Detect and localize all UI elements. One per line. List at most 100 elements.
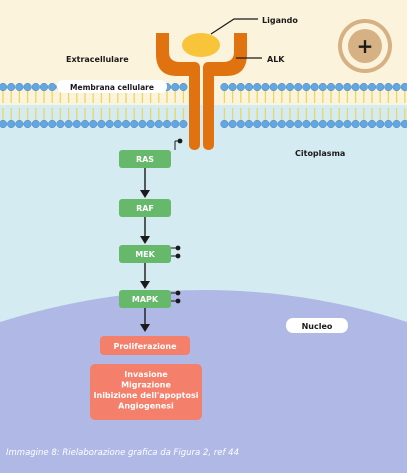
arrow-down-icon [140, 217, 150, 244]
lipid-head [39, 82, 49, 92]
phosphate-dot-icon [177, 138, 183, 144]
lipid-head [154, 119, 163, 129]
lipid-head [162, 119, 172, 129]
lipid-head [15, 82, 24, 92]
lipid-head [48, 82, 57, 92]
lipid-head [105, 119, 114, 129]
lipid-head [400, 82, 407, 92]
lipid-head [359, 82, 368, 92]
lipid-head [72, 119, 81, 129]
phosphate-dot-icon [175, 290, 181, 296]
lipid-head [318, 82, 327, 92]
effect-item: Invasione [124, 370, 168, 379]
pathway-label-raf: RAF [136, 204, 154, 213]
lipid-head [384, 82, 393, 92]
arrow-down-icon [140, 308, 150, 332]
lipid-head [179, 119, 188, 129]
lipid-head [56, 119, 65, 129]
lipid-head [7, 82, 16, 92]
pathway-box-raf [119, 199, 171, 217]
membrane-label: Membrana cellulare [70, 83, 154, 92]
alk-label: ALK [267, 55, 285, 64]
lipid-head [269, 82, 278, 92]
lipid-head [367, 119, 377, 129]
lipid-head [23, 82, 32, 92]
lipid-head [253, 119, 262, 129]
effect-item: Inibizione dell'apoptosi [94, 391, 199, 400]
arrow-down-icon [140, 168, 150, 198]
lipid-head [277, 119, 286, 129]
lipid-head [302, 119, 311, 129]
lipid-head [277, 82, 286, 92]
lipid-head [285, 119, 295, 129]
lipid-head [0, 82, 8, 92]
lipid-head [318, 119, 327, 129]
lipid-head [113, 119, 122, 129]
lipid-head [236, 82, 245, 92]
lipid-head [220, 119, 229, 129]
lipid-head [326, 82, 336, 92]
lipid-head [294, 82, 303, 92]
ligand-leader-line [210, 18, 258, 35]
lipid-head [171, 119, 180, 129]
pathway-label-mek: MEK [135, 250, 155, 259]
effect-item: Angiogenesi [118, 402, 174, 411]
lipid-head [392, 119, 401, 129]
lipid-head [351, 119, 360, 129]
phosphate-dot-icon [175, 245, 181, 251]
phosphate-dot-icon [175, 253, 181, 259]
lipid-head [326, 119, 336, 129]
lipid-head [130, 119, 139, 129]
lipid-head [89, 119, 98, 129]
lipid-head [31, 82, 40, 92]
lipid-head [343, 82, 352, 92]
ligand-label: Ligando [262, 16, 298, 25]
effects-box [90, 364, 202, 420]
lipid-head [23, 119, 32, 129]
lipid-head [367, 82, 377, 92]
lipid-head [0, 119, 8, 129]
arrow-down-icon [140, 263, 150, 289]
pathway-box-mek [119, 245, 171, 263]
lipid-head [39, 119, 49, 129]
phosphate-dot-icon [175, 298, 181, 304]
lipid-head [285, 82, 295, 92]
ligand-shape [182, 33, 220, 57]
lipid-head [138, 119, 147, 129]
figure-caption: Immagine 8: Rielaborazione grafica da Fi… [6, 448, 239, 458]
nucleus-label-pill [286, 318, 348, 333]
alk-receptor [156, 33, 247, 150]
lipid-head [171, 82, 180, 92]
lipid-head [253, 82, 262, 92]
lipid-head [121, 119, 131, 129]
nucleus-label: Nucleo [302, 322, 333, 331]
lipid-head [31, 119, 40, 129]
lipid-head [146, 119, 155, 129]
cytoplasm-label: Citoplasma [295, 149, 345, 158]
lipid-head [384, 119, 393, 129]
proliferation-label: Proliferazione [113, 342, 177, 351]
lipid-head [7, 119, 16, 129]
lipid-head [15, 119, 24, 129]
lipid-head [64, 119, 73, 129]
lipid-head [261, 82, 270, 92]
lipid-head [376, 119, 385, 129]
lipid-head [335, 82, 344, 92]
lipid-head [400, 119, 407, 129]
lipid-head [48, 119, 57, 129]
lipid-head [294, 119, 303, 129]
lipid-head [220, 82, 229, 92]
lipid-head [261, 119, 270, 129]
lipid-head [236, 119, 245, 129]
lipid-head [302, 82, 311, 92]
lipid-head [179, 82, 188, 92]
lipid-head [244, 119, 254, 129]
lipid-head [228, 82, 237, 92]
membrane-label-pill [57, 80, 167, 93]
plus-symbol: + [357, 34, 374, 58]
lipid-head [97, 119, 106, 129]
lipid-head [392, 82, 401, 92]
